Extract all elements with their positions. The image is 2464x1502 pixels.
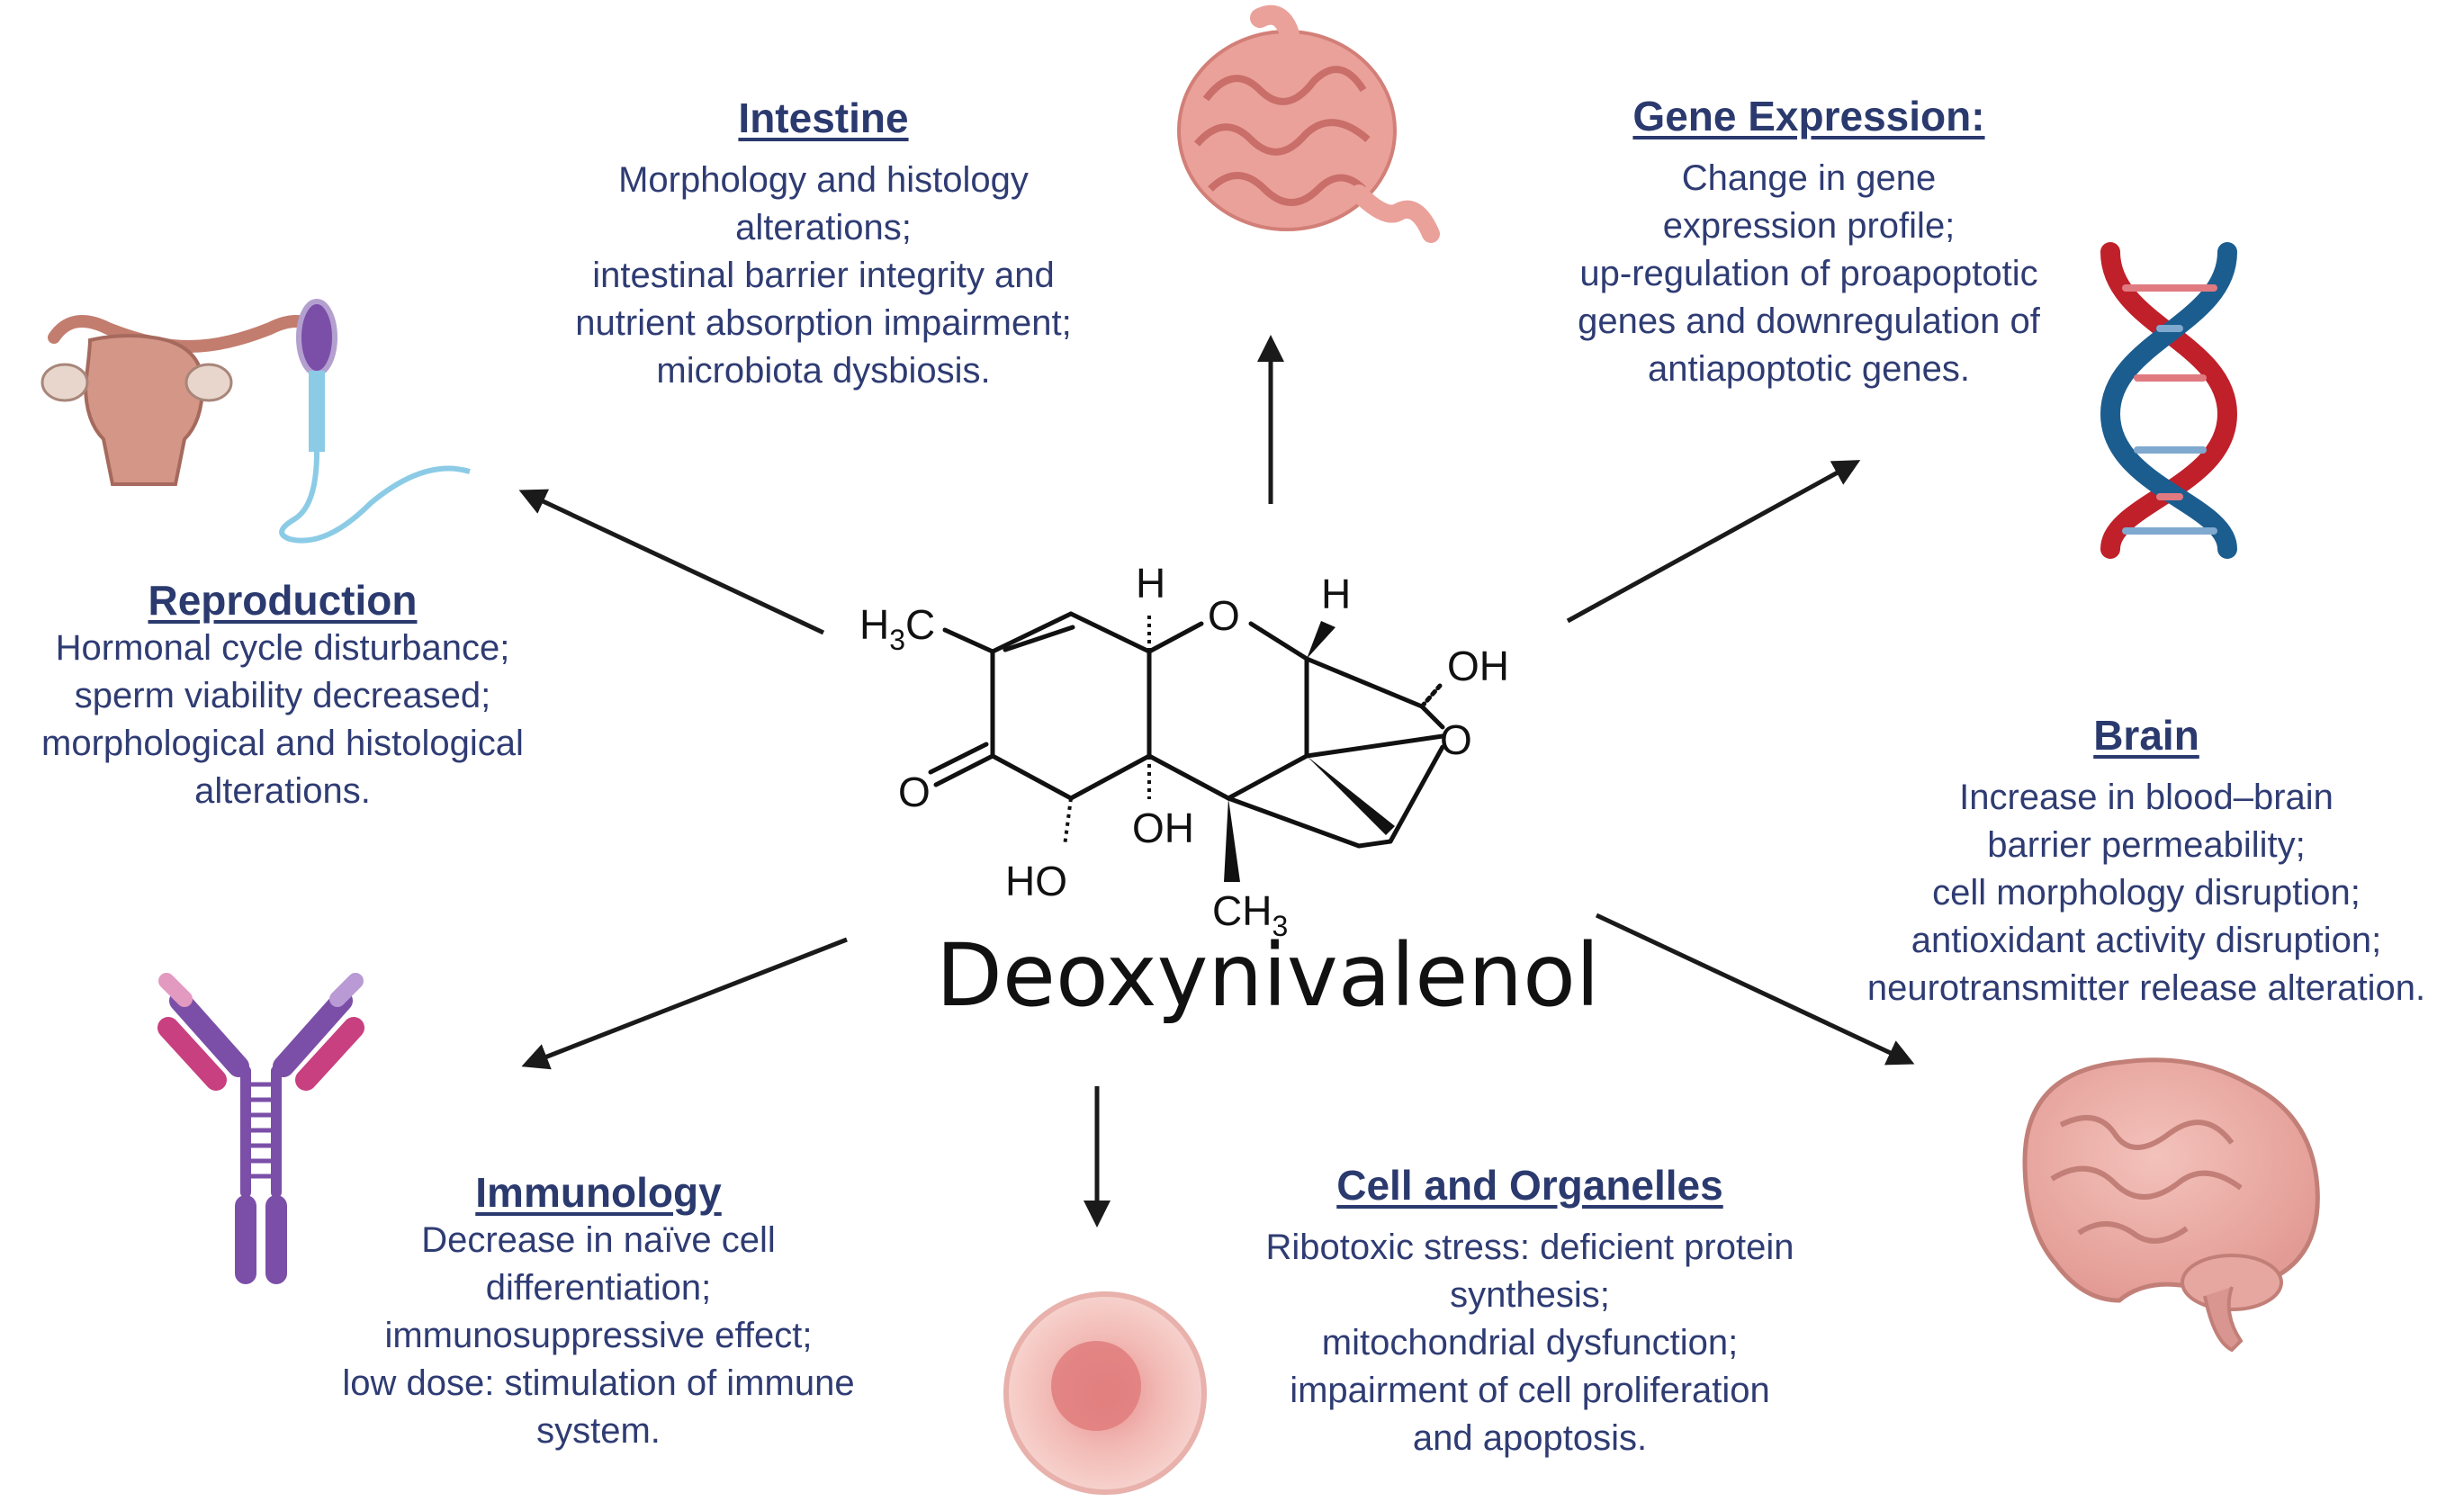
uterus-icon xyxy=(40,315,330,486)
molecule-labels: H3C H O H OH O O OH HO CH3 xyxy=(859,560,1509,942)
svg-text:O: O xyxy=(1208,592,1240,639)
immunology-line: Decrease in naïve cell xyxy=(421,1220,776,1260)
cell-organelles-line: and apoptosis. xyxy=(1412,1418,1648,1458)
intestine-icon xyxy=(1177,4,1440,243)
immunology-line: differentiation; xyxy=(485,1268,712,1308)
compound-name: Deoxynivalenol xyxy=(936,925,1600,1026)
brain-icon xyxy=(2022,1057,2320,1353)
reproduction-line: alterations. xyxy=(194,771,371,811)
brain-section: Brain Increase in blood–brain barrier pe… xyxy=(1836,711,2457,1012)
intestine-title: Intestine xyxy=(738,94,909,141)
arrow-to-brain xyxy=(1595,913,1915,1066)
sperm-icon xyxy=(279,299,471,544)
svg-text:O: O xyxy=(1440,716,1472,763)
arrow-to-gene-expression xyxy=(1566,460,1861,624)
arrow-to-immunology xyxy=(521,937,848,1070)
reproduction-line: sperm viability decreased; xyxy=(74,676,491,715)
gene-expression-title: Gene Expression: xyxy=(1632,93,1985,139)
cell-icon xyxy=(1003,1291,1207,1495)
immunology-text: Decrease in naïve cell differentiation; … xyxy=(306,1217,891,1455)
immunology-line: immunosuppressive effect; xyxy=(384,1316,813,1355)
brain-line: antioxidant activity disruption; xyxy=(1911,921,2382,960)
gene-expression-line: genes and downregulation of xyxy=(1578,301,2040,341)
intestine-line: nutrient absorption impairment; xyxy=(575,303,1072,343)
reproduction-line: morphological and histological xyxy=(41,724,524,763)
immunology-section: Immunology Decrease in naïve cell differ… xyxy=(306,1168,891,1455)
reproduction-title: Reproduction xyxy=(148,577,418,624)
cell-organelles-line: synthesis; xyxy=(1450,1275,1610,1315)
arrows xyxy=(518,335,1915,1228)
svg-text:H: H xyxy=(1136,560,1165,607)
molecule-wedges xyxy=(1224,621,1395,882)
intestine-text: Morphology and histology alterations; in… xyxy=(522,157,1125,395)
gene-expression-line: up-regulation of proapoptotic xyxy=(1579,254,2038,293)
brain-line: neurotransmitter release alteration. xyxy=(1866,968,2426,1008)
gene-expression-text: Change in gene expression profile; up-re… xyxy=(1530,155,2088,393)
gene-expression-section: Gene Expression: Change in gene expressi… xyxy=(1530,92,2088,393)
reproduction-section: Reproduction Hormonal cycle disturbance;… xyxy=(0,576,565,815)
cell-organelles-text: Ribotoxic stress: deficient protein synt… xyxy=(1224,1224,1836,1462)
molecule-structure xyxy=(928,611,1445,849)
intestine-line: intestinal barrier integrity and xyxy=(592,256,1055,295)
brain-line: barrier permeability; xyxy=(1987,825,2306,865)
intestine-line: microbiota dysbiosis. xyxy=(656,351,991,391)
cell-organelles-line: Ribotoxic stress: deficient protein xyxy=(1265,1228,1794,1267)
reproduction-text: Hormonal cycle disturbance; sperm viabil… xyxy=(0,625,565,815)
molecule-hashes xyxy=(1063,612,1151,847)
immunology-line: system. xyxy=(536,1411,661,1451)
svg-text:OH: OH xyxy=(1132,805,1194,851)
cell-organelles-section: Cell and Organelles Ribotoxic stress: de… xyxy=(1224,1161,1836,1462)
intestine-section: Intestine Morphology and histology alter… xyxy=(522,94,1125,395)
svg-text:O: O xyxy=(898,769,931,815)
brain-title: Brain xyxy=(2093,712,2199,759)
brain-line: cell morphology disruption; xyxy=(1932,873,2361,913)
brain-text: Increase in blood–brain barrier permeabi… xyxy=(1836,774,2457,1012)
intestine-line: alterations; xyxy=(735,208,912,247)
brain-line: Increase in blood–brain xyxy=(1959,778,2334,817)
arrow-to-reproduction xyxy=(518,489,825,635)
reproduction-line: Hormonal cycle disturbance; xyxy=(55,628,510,668)
svg-text:CH3: CH3 xyxy=(1212,887,1288,942)
intestine-line: Morphology and histology xyxy=(618,160,1029,200)
svg-text:H3C: H3C xyxy=(859,601,935,656)
cell-organelles-title: Cell and Organelles xyxy=(1336,1162,1723,1209)
gene-expression-line: Change in gene xyxy=(1681,158,1937,198)
immunology-title: Immunology xyxy=(475,1169,722,1216)
immunology-line: low dose: stimulation of immune xyxy=(342,1363,855,1403)
svg-text:H: H xyxy=(1321,571,1351,617)
cell-organelles-line: impairment of cell proliferation xyxy=(1290,1371,1770,1410)
antibody-icon xyxy=(157,973,364,1284)
svg-text:HO: HO xyxy=(1005,858,1067,904)
gene-expression-line: antiapoptotic genes. xyxy=(1647,349,1971,389)
gene-expression-line: expression profile; xyxy=(1662,206,1956,246)
dna-icon xyxy=(2100,242,2238,559)
cell-organelles-line: mitochondrial dysfunction; xyxy=(1321,1323,1739,1363)
svg-text:OH: OH xyxy=(1447,643,1509,689)
